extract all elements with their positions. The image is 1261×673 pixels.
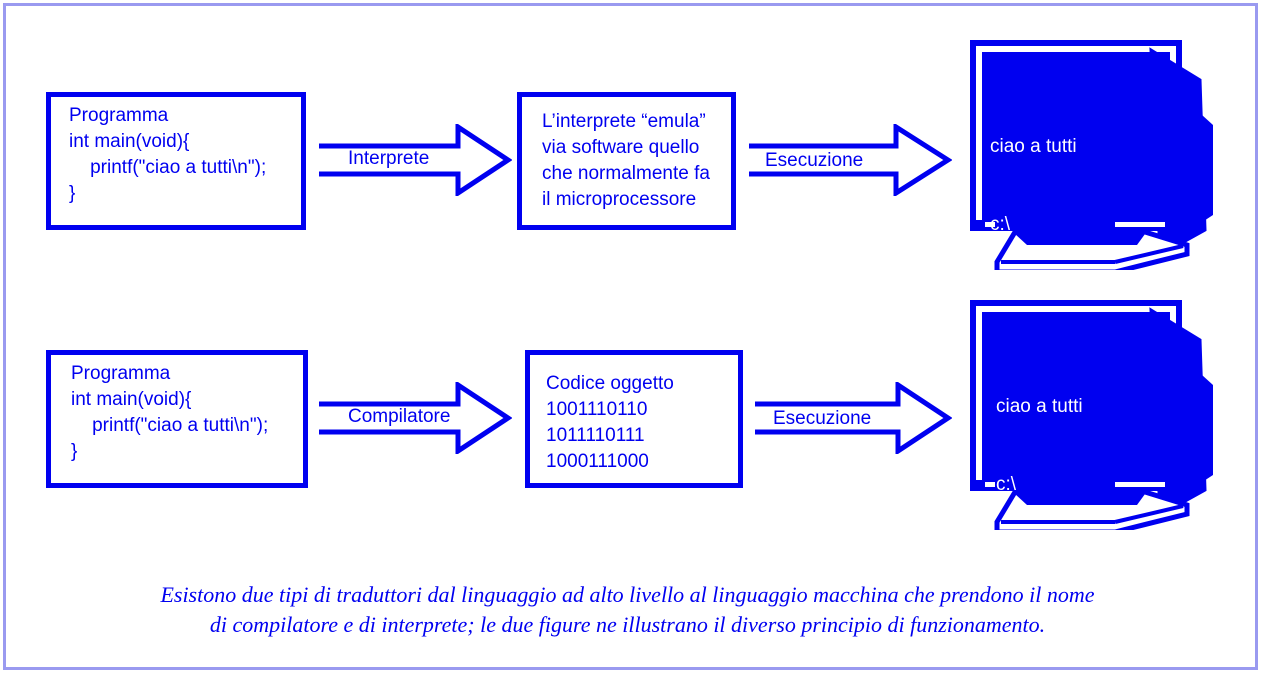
object-code-line: 1001110110 xyxy=(546,399,648,420)
crt-monitor-icon xyxy=(970,40,1213,270)
arrow-label-compilatore: Compilatore xyxy=(348,406,451,427)
source-line: Programma xyxy=(69,105,169,126)
screen-line: ciao a tutti xyxy=(996,396,1083,417)
description-line: che normalmente fa xyxy=(542,163,710,184)
source-line: } xyxy=(71,441,78,462)
interpreter-description-box: L’interprete “emula” via software quello… xyxy=(517,92,736,230)
source-line: printf("ciao a tutti\n"); xyxy=(69,157,267,178)
right-arrow-icon xyxy=(319,382,512,454)
arrow-label-esecuzione: Esecuzione xyxy=(773,408,872,429)
object-code-line: Codice oggetto xyxy=(546,373,674,394)
source-program-box-compiler: Programma int main(void){ printf("ciao a… xyxy=(46,350,308,488)
object-code-line: 1000111000 xyxy=(546,451,649,472)
right-arrow-icon xyxy=(749,124,952,196)
source-line: printf("ciao a tutti\n"); xyxy=(71,415,269,436)
right-arrow-icon xyxy=(755,382,952,454)
caption-line: di compilatore e di interprete; le due f… xyxy=(209,612,1046,637)
arrow-label-interprete: Interprete xyxy=(348,148,430,169)
description-line: L’interprete “emula” xyxy=(542,111,706,132)
figure-caption: Esistono due tipi di traduttori dal ling… xyxy=(20,580,1235,640)
source-line: Programma xyxy=(71,363,171,384)
object-code-box: Codice oggetto 1001110110 1011110111 100… xyxy=(525,350,743,488)
arrow-label-esecuzione: Esecuzione xyxy=(765,150,864,171)
description-line: via software quello xyxy=(542,137,700,158)
object-code-line: 1011110111 xyxy=(546,425,645,446)
source-program-box-interpreter: Programma int main(void){ printf("ciao a… xyxy=(46,92,306,230)
screen-line: c:\ xyxy=(996,474,1017,495)
crt-monitor-icon xyxy=(970,300,1213,530)
caption-line: Esistono due tipi di traduttori dal ling… xyxy=(160,582,1095,607)
monitor-screen-text: ciao a tutti c:\ xyxy=(990,82,1077,264)
source-line: int main(void){ xyxy=(71,389,192,410)
right-arrow-icon xyxy=(319,124,512,196)
source-line: int main(void){ xyxy=(69,131,190,152)
monitor-screen-text: ciao a tutti c:\ xyxy=(996,342,1083,524)
screen-line: ciao a tutti xyxy=(990,136,1077,157)
source-line: } xyxy=(69,183,76,204)
description-line: il microprocessore xyxy=(542,189,697,210)
screen-line: c:\ xyxy=(990,214,1011,235)
